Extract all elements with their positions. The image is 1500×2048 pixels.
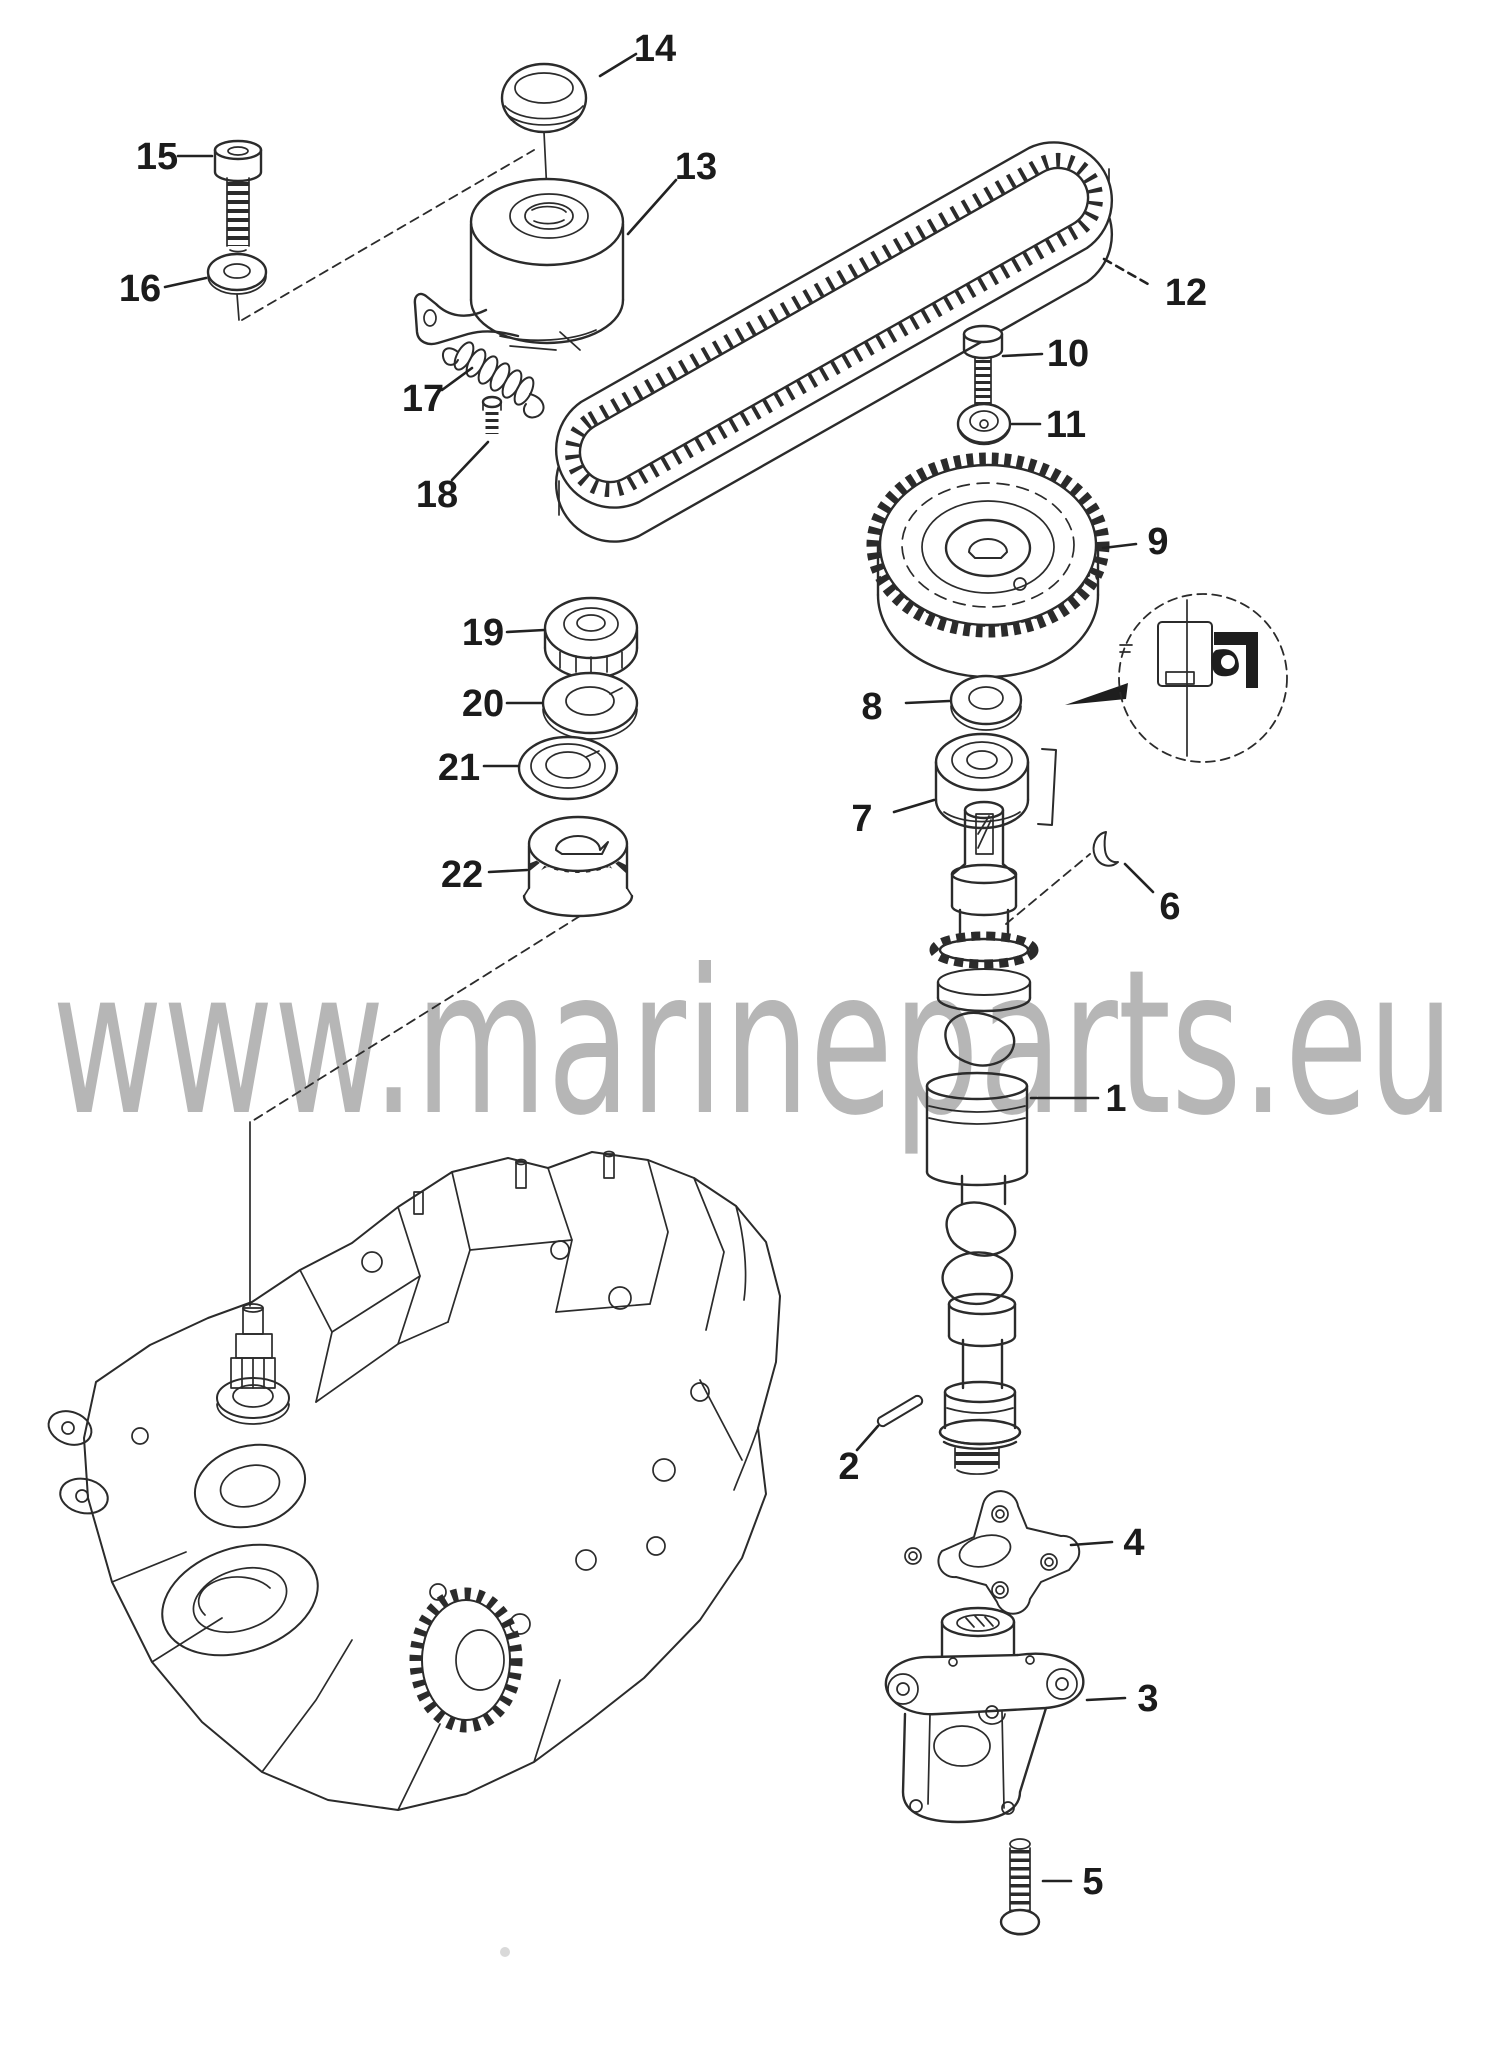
part-label-13: 13 [675, 146, 717, 188]
part-label-5: 5 [1082, 1861, 1103, 1903]
nut-11-drawing [956, 402, 1012, 446]
part-label-16: 16 [119, 268, 161, 310]
timing-belt-12-drawing [554, 141, 1114, 543]
bolt-10-drawing [962, 324, 1004, 407]
bolt-15-drawing [213, 139, 263, 253]
part-label-20: 20 [462, 683, 504, 725]
camshaft-1-drawing [925, 800, 1039, 1475]
part-label-12: 12 [1165, 272, 1207, 314]
part-label-3: 3 [1137, 1678, 1158, 1720]
watermark-text: www.marineparts.eu [52, 927, 1454, 1160]
key-6-drawing [1092, 831, 1119, 867]
part-label-2: 2 [838, 1446, 859, 1488]
part-label-15: 15 [136, 136, 178, 178]
part-label-17: 17 [402, 378, 444, 420]
seal-washer-21-drawing [517, 735, 619, 801]
bolt-18-drawing [481, 395, 503, 434]
sprocket-22-drawing [522, 815, 634, 918]
nut-19-drawing [543, 596, 639, 680]
part-label-4: 4 [1123, 1522, 1144, 1564]
callout-labels: 14 15 13 16 12 10 17 11 18 9 19 8 20 7 2… [119, 28, 1207, 1903]
part-label-18: 18 [416, 474, 458, 516]
bolt-5-drawing [999, 1838, 1041, 1936]
engine-block-drawing [47, 1150, 781, 1811]
spring-17-drawing [442, 341, 545, 419]
washer-8-drawing [949, 674, 1023, 731]
cam-gear-9-drawing [866, 452, 1110, 679]
cap-14-drawing [500, 62, 588, 134]
scan-artifact-dot [500, 1947, 510, 1957]
part-label-1: 1 [1105, 1078, 1126, 1120]
washer-20-drawing [541, 671, 639, 740]
part-label-21: 21 [438, 747, 480, 789]
callout-leaders [163, 52, 1155, 1883]
part-label-6: 6 [1159, 886, 1180, 928]
part-label-19: 19 [462, 612, 504, 654]
washer-16-drawing [206, 252, 268, 295]
part-label-7: 7 [851, 798, 872, 840]
tensioner-pulley-13-drawing [413, 177, 625, 351]
part-label-10: 10 [1047, 333, 1089, 375]
pin-2-drawing [876, 1394, 924, 1428]
part-label-22: 22 [441, 854, 483, 896]
part-label-11: 11 [1046, 404, 1086, 446]
part-label-8: 8 [861, 686, 882, 728]
part-label-14: 14 [634, 28, 676, 70]
gasket-4-drawing [904, 1490, 1081, 1615]
oil-pump-3-drawing [884, 1606, 1085, 1824]
part-label-9: 9 [1147, 521, 1168, 563]
bearing-detail-inset [1037, 593, 1288, 826]
